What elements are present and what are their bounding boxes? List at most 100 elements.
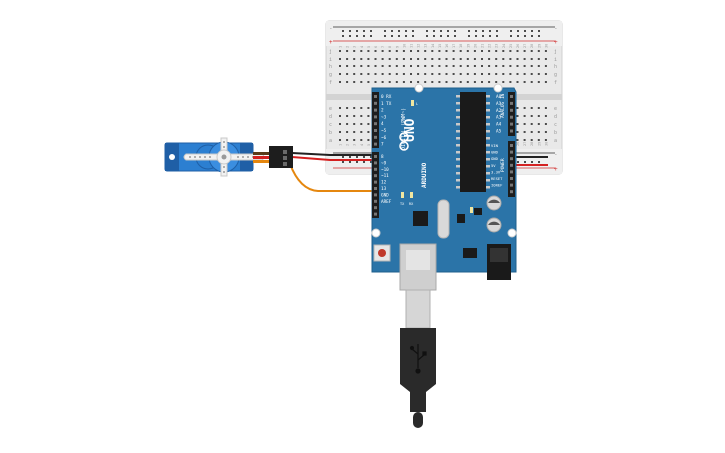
breadboard-hole[interactable] bbox=[445, 65, 448, 67]
breadboard-hole[interactable] bbox=[523, 73, 526, 75]
breadboard-hole[interactable] bbox=[360, 139, 363, 141]
power-pin[interactable] bbox=[510, 183, 513, 187]
breadboard-hole[interactable] bbox=[530, 131, 533, 133]
breadboard-hole[interactable] bbox=[530, 65, 533, 67]
breadboard-hole[interactable] bbox=[502, 81, 505, 83]
breadboard-hole[interactable] bbox=[353, 81, 356, 83]
breadboard-hole[interactable] bbox=[452, 73, 455, 75]
breadboard-hole[interactable] bbox=[509, 65, 512, 67]
breadboard-hole[interactable] bbox=[537, 139, 540, 141]
rail-hole[interactable] bbox=[384, 30, 386, 32]
rail-hole[interactable] bbox=[538, 161, 540, 163]
breadboard-hole[interactable] bbox=[438, 58, 441, 60]
digital-pin[interactable] bbox=[374, 122, 377, 126]
breadboard-hole[interactable] bbox=[346, 115, 349, 117]
digital-pin[interactable] bbox=[374, 101, 377, 105]
breadboard-hole[interactable] bbox=[374, 65, 377, 67]
breadboard-hole[interactable] bbox=[346, 81, 349, 83]
rail-hole[interactable] bbox=[517, 161, 519, 163]
digital-pin[interactable] bbox=[374, 108, 377, 112]
rail-hole[interactable] bbox=[468, 35, 470, 37]
breadboard-hole[interactable] bbox=[353, 115, 356, 117]
rail-hole[interactable] bbox=[531, 35, 533, 37]
breadboard-hole[interactable] bbox=[395, 58, 398, 60]
rail-hole[interactable] bbox=[538, 35, 540, 37]
breadboard-hole[interactable] bbox=[516, 131, 519, 133]
digital-pin[interactable] bbox=[374, 199, 377, 203]
rail-hole[interactable] bbox=[489, 35, 491, 37]
breadboard-hole[interactable] bbox=[537, 50, 540, 52]
breadboard-hole[interactable] bbox=[530, 73, 533, 75]
breadboard-hole[interactable] bbox=[431, 58, 434, 60]
rail-hole[interactable] bbox=[363, 156, 365, 158]
breadboard-hole[interactable] bbox=[452, 58, 455, 60]
rail-hole[interactable] bbox=[538, 30, 540, 32]
breadboard-hole[interactable] bbox=[530, 115, 533, 117]
digital-pin[interactable] bbox=[374, 206, 377, 210]
breadboard-hole[interactable] bbox=[367, 81, 370, 83]
breadboard-hole[interactable] bbox=[544, 131, 547, 133]
breadboard-hole[interactable] bbox=[516, 81, 519, 83]
breadboard-hole[interactable] bbox=[353, 123, 356, 125]
breadboard-hole[interactable] bbox=[388, 73, 391, 75]
rail-hole[interactable] bbox=[531, 30, 533, 32]
breadboard-hole[interactable] bbox=[537, 73, 540, 75]
breadboard-hole[interactable] bbox=[360, 123, 363, 125]
breadboard-hole[interactable] bbox=[339, 123, 341, 125]
analog-pin[interactable] bbox=[510, 101, 513, 105]
rail-hole[interactable] bbox=[482, 35, 484, 37]
breadboard-hole[interactable] bbox=[431, 65, 434, 67]
rail-hole[interactable] bbox=[356, 35, 358, 37]
breadboard-hole[interactable] bbox=[544, 65, 547, 67]
breadboard-hole[interactable] bbox=[544, 115, 547, 117]
breadboard-hole[interactable] bbox=[402, 58, 405, 60]
breadboard-hole[interactable] bbox=[481, 50, 483, 52]
analog-pin[interactable] bbox=[510, 122, 513, 126]
breadboard-hole[interactable] bbox=[516, 50, 519, 52]
breadboard-hole[interactable] bbox=[523, 81, 526, 83]
rail-hole[interactable] bbox=[363, 161, 365, 163]
power-pin[interactable] bbox=[510, 150, 513, 154]
breadboard-hole[interactable] bbox=[431, 73, 434, 75]
digital-pin[interactable] bbox=[374, 174, 377, 178]
breadboard-hole[interactable] bbox=[445, 81, 448, 83]
digital-pin[interactable] bbox=[374, 180, 377, 184]
breadboard-hole[interactable] bbox=[481, 65, 483, 67]
breadboard-hole[interactable] bbox=[388, 50, 391, 52]
breadboard-hole[interactable] bbox=[544, 123, 547, 125]
rail-hole[interactable] bbox=[454, 35, 456, 37]
breadboard-hole[interactable] bbox=[509, 58, 512, 60]
breadboard-hole[interactable] bbox=[367, 139, 370, 141]
breadboard-hole[interactable] bbox=[459, 65, 462, 67]
rail-hole[interactable] bbox=[510, 30, 512, 32]
breadboard-hole[interactable] bbox=[509, 73, 512, 75]
wire-servo-ground[interactable] bbox=[291, 152, 372, 156]
breadboard-hole[interactable] bbox=[402, 50, 405, 52]
rail-hole[interactable] bbox=[433, 30, 435, 32]
breadboard-hole[interactable] bbox=[438, 50, 441, 52]
breadboard-hole[interactable] bbox=[438, 73, 441, 75]
breadboard-hole[interactable] bbox=[523, 58, 526, 60]
micro-servo[interactable] bbox=[164, 137, 293, 177]
breadboard-hole[interactable] bbox=[523, 115, 526, 117]
digital-pin[interactable] bbox=[374, 142, 377, 146]
breadboard-hole[interactable] bbox=[431, 50, 434, 52]
breadboard-hole[interactable] bbox=[395, 73, 398, 75]
breadboard-hole[interactable] bbox=[353, 139, 356, 141]
digital-pin[interactable] bbox=[374, 95, 377, 98]
power-pin[interactable] bbox=[510, 163, 513, 167]
digital-pin[interactable] bbox=[374, 135, 377, 139]
breadboard-hole[interactable] bbox=[488, 58, 491, 60]
breadboard-hole[interactable] bbox=[424, 73, 427, 75]
rail-hole[interactable] bbox=[398, 30, 400, 32]
breadboard-hole[interactable] bbox=[530, 50, 533, 52]
rail-hole[interactable] bbox=[496, 35, 498, 37]
power-pin[interactable] bbox=[510, 177, 513, 180]
analog-pin[interactable] bbox=[510, 129, 513, 133]
breadboard-hole[interactable] bbox=[339, 50, 341, 52]
digital-pin[interactable] bbox=[374, 167, 377, 171]
breadboard-hole[interactable] bbox=[360, 73, 363, 75]
rail-hole[interactable] bbox=[468, 30, 470, 32]
breadboard-hole[interactable] bbox=[544, 50, 547, 52]
rail-hole[interactable] bbox=[370, 161, 372, 163]
